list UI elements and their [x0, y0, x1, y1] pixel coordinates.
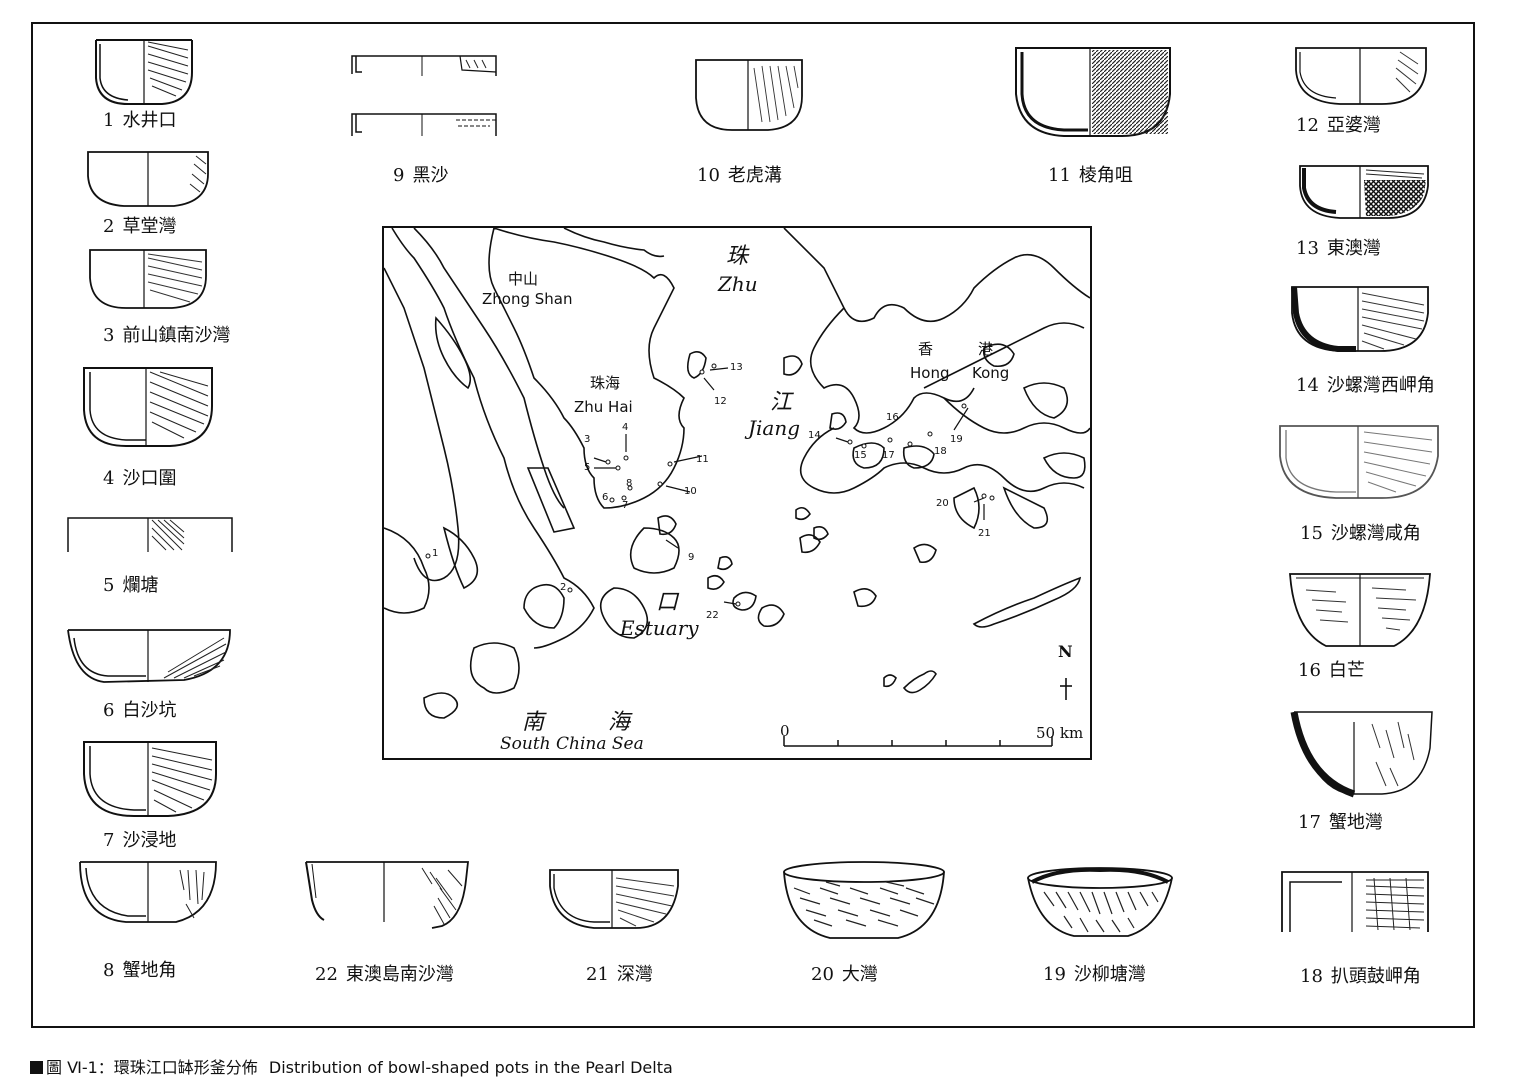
pot-drawing-10 [692, 58, 806, 134]
caption-square-icon [30, 1061, 43, 1074]
pot-drawing-8 [76, 860, 220, 926]
site-label-7: 7 [622, 500, 629, 511]
site-label-5: 5 [584, 462, 591, 473]
label-sea-cn-1: 南 [522, 710, 545, 735]
pot-drawing-1 [92, 38, 196, 108]
pot-drawing-20 [780, 858, 948, 942]
site-label-10: 10 [684, 486, 697, 497]
pot-drawing-22 [302, 860, 472, 932]
pot-drawing-15 [1276, 422, 1442, 502]
pot-drawing-9 [350, 50, 498, 142]
label-hk-cn-2: 港 [978, 340, 994, 358]
scale-end-label: 50 km [1036, 724, 1084, 742]
label-zhongshan-en: Zhong Shan [482, 290, 573, 308]
label-river-en-1: Zhu [718, 272, 758, 296]
label-hk-en-2: Kong [972, 364, 1010, 382]
site-label-4: 4 [622, 422, 629, 433]
site-label-18: 18 [934, 446, 947, 457]
pot-drawing-12 [1292, 44, 1430, 108]
pot-drawing-17 [1290, 708, 1436, 798]
label-river-en-2: Jiang [748, 416, 801, 440]
label-zhuhai-en: Zhu Hai [574, 398, 633, 416]
site-label-13: 13 [730, 362, 743, 373]
pot-drawing-16 [1286, 570, 1434, 650]
site-label-6: 6 [602, 492, 609, 503]
label-hk-en-1: Hong [910, 364, 950, 382]
site-label-21: 21 [978, 528, 991, 539]
figure-frame [31, 22, 1475, 1028]
site-label-17: 17 [882, 450, 895, 461]
label-hk-cn-1: 香 [918, 340, 934, 358]
caption-english: Distribution of bowl-shaped pots in the … [268, 1058, 673, 1077]
site-label-16: 16 [886, 412, 899, 423]
site-label-20: 20 [936, 498, 949, 509]
pot-drawing-7 [80, 740, 220, 820]
label-sea-en: South China Sea [500, 734, 644, 754]
label-zhongshan-cn: 中山 [508, 270, 539, 288]
label-zhuhai-cn: 珠海 [590, 374, 621, 392]
pot-drawing-19 [1024, 862, 1176, 940]
label-river-en-3: Estuary [620, 616, 699, 640]
pot-drawing-2 [84, 150, 212, 210]
site-label-2: 2 [560, 582, 567, 593]
pot-drawing-3 [86, 248, 210, 312]
site-label-1: 1 [432, 548, 439, 559]
site-label-3: 3 [584, 434, 591, 445]
pearl-delta-map: 中山 Zhong Shan 珠海 Zhu Hai 香 港 Hong Kong 珠… [382, 226, 1092, 760]
pot-drawing-6 [64, 626, 236, 686]
site-label-19: 19 [950, 434, 963, 445]
site-label-8: 8 [626, 478, 633, 489]
label-river-cn-1: 珠 [726, 244, 749, 269]
site-label-9: 9 [688, 552, 695, 563]
pot-drawing-4 [80, 366, 216, 450]
site-label-22: 22 [706, 610, 719, 621]
figure-caption: 圖 Ⅵ-1：環珠江口缽形釜分佈 Distribution of bowl-sha… [30, 1054, 673, 1078]
site-label-12: 12 [714, 396, 727, 407]
scale-zero-label: 0 [780, 722, 790, 740]
label-river-cn-2: 江 [770, 390, 793, 415]
pot-drawing-18 [1280, 868, 1432, 938]
pot-drawing-11 [1012, 44, 1174, 140]
pot-drawing-14 [1288, 283, 1432, 355]
caption-prefix: 圖 Ⅵ-1：環珠江口缽形釜分佈 [46, 1058, 258, 1077]
label-river-cn-3: 口 [656, 590, 679, 615]
pot-drawing-21 [546, 866, 682, 932]
pot-drawing-13 [1296, 164, 1432, 222]
site-label-15: 15 [854, 450, 867, 461]
north-label: N [1058, 642, 1073, 661]
pot-drawing-5 [64, 512, 236, 554]
site-label-11: 11 [696, 454, 709, 465]
site-label-14: 14 [808, 430, 821, 441]
label-sea-cn-2: 海 [608, 710, 631, 735]
